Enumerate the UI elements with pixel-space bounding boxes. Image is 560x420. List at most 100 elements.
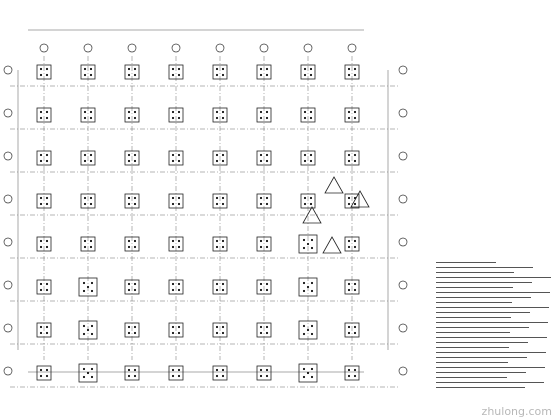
pile-cap — [80, 236, 96, 252]
pile — [90, 324, 94, 328]
pile — [177, 73, 181, 77]
axis-bubble-right — [398, 280, 408, 290]
pile — [347, 368, 351, 372]
pile — [310, 375, 314, 379]
pile — [221, 374, 225, 378]
pile-cap — [256, 107, 272, 123]
pile — [83, 153, 87, 157]
note-text-line — [436, 377, 507, 378]
axis-bubble-left — [3, 323, 13, 333]
pile — [45, 110, 49, 114]
pile — [221, 116, 225, 120]
pile — [265, 325, 269, 329]
pile — [177, 239, 181, 243]
pile — [221, 153, 225, 157]
pile-cap — [80, 193, 96, 209]
pile — [302, 238, 306, 242]
pile — [45, 196, 49, 200]
pile — [302, 246, 306, 250]
pile-cap — [212, 322, 228, 338]
note-text-line — [436, 267, 533, 268]
pile — [310, 367, 314, 371]
pile — [89, 196, 93, 200]
pile-cap — [124, 107, 140, 123]
pile — [177, 374, 181, 378]
pile-cap — [36, 236, 52, 252]
pile-cap — [36, 279, 52, 295]
note-text-line — [436, 312, 530, 313]
pile — [89, 67, 93, 71]
pile — [259, 245, 263, 249]
pile — [83, 116, 87, 120]
axis-bubble-left — [3, 280, 13, 290]
pile-cap — [124, 322, 140, 338]
pile — [90, 289, 94, 293]
pile — [353, 202, 357, 206]
pile — [171, 67, 175, 71]
note-text-line — [436, 282, 532, 283]
pile — [133, 153, 137, 157]
pile — [265, 245, 269, 249]
pile — [127, 202, 131, 206]
pile — [309, 202, 313, 206]
pile-cap — [124, 365, 140, 381]
pile — [45, 282, 49, 286]
pile-cap — [344, 150, 360, 166]
pile-cap — [344, 322, 360, 338]
pile — [259, 116, 263, 120]
axis-bubble-top — [39, 43, 49, 53]
pile — [171, 368, 175, 372]
axis-bubble-top — [83, 43, 93, 53]
pile — [215, 159, 219, 163]
pile — [303, 116, 307, 120]
pile — [215, 331, 219, 335]
pile — [177, 245, 181, 249]
pile — [306, 242, 310, 246]
pile — [353, 245, 357, 249]
pile — [90, 332, 94, 336]
pile — [83, 239, 87, 243]
pile — [39, 159, 43, 163]
pile — [39, 67, 43, 71]
note-text-line — [436, 317, 511, 318]
pile — [39, 374, 43, 378]
pile — [90, 367, 94, 371]
axis-bubble-right — [398, 323, 408, 333]
pile — [133, 282, 137, 286]
pile — [171, 288, 175, 292]
pile — [347, 245, 351, 249]
pile-cap — [300, 150, 316, 166]
pile-cap — [36, 365, 52, 381]
pile — [309, 153, 313, 157]
pile — [133, 73, 137, 77]
axis-bubble-top — [347, 43, 357, 53]
pile — [177, 116, 181, 120]
pile — [177, 110, 181, 114]
note-text-line — [436, 302, 512, 303]
triangular-pile-cap-detail — [324, 176, 344, 194]
pile — [86, 371, 90, 375]
pile — [171, 239, 175, 243]
axis-bubble-right — [398, 366, 408, 376]
note-text-line — [436, 287, 513, 288]
pile — [265, 73, 269, 77]
pile — [303, 67, 307, 71]
pile — [89, 159, 93, 163]
pile — [259, 368, 263, 372]
pile — [259, 288, 263, 292]
pile — [215, 239, 219, 243]
pile-cap — [256, 193, 272, 209]
pile — [45, 288, 49, 292]
pile — [353, 325, 357, 329]
axis-bubble-left — [3, 194, 13, 204]
pile — [259, 282, 263, 286]
pile-cap — [168, 193, 184, 209]
pile-cap — [256, 279, 272, 295]
pile — [221, 202, 225, 206]
pile — [259, 196, 263, 200]
pile — [171, 196, 175, 200]
pile — [39, 288, 43, 292]
pile-cap — [344, 279, 360, 295]
axis-bubble-top — [127, 43, 137, 53]
pile — [221, 282, 225, 286]
